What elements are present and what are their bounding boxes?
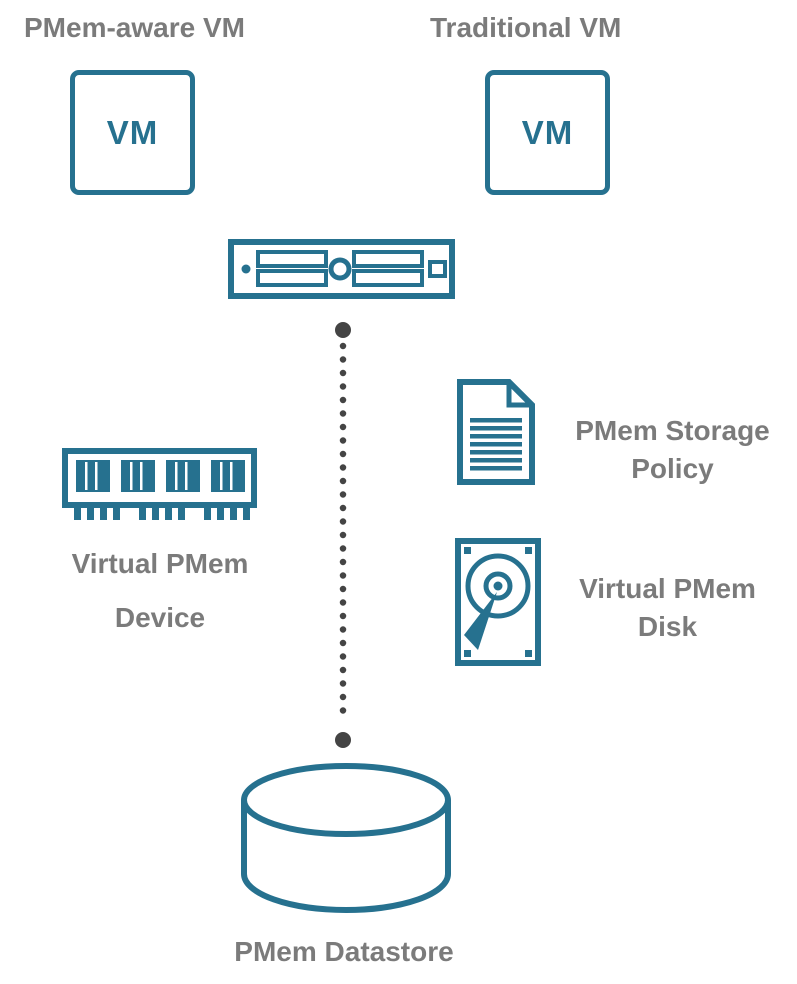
- virtual-pmem-device-label-line1: Virtual PMem: [71, 548, 249, 579]
- virtual-pmem-device-label: Virtual PMem Device: [30, 548, 290, 634]
- virtual-pmem-disk-label-line2: Disk: [637, 611, 698, 642]
- datastore-cylinder-icon: [240, 762, 452, 916]
- pmem-storage-policy-label: PMem Storage Policy: [560, 412, 785, 488]
- server-to-datastore-connector: [333, 320, 353, 750]
- pmem-aware-vm-title: PMem-aware VM: [24, 12, 245, 43]
- pmem-storage-policy-label-line2: Policy: [631, 453, 714, 484]
- virtual-pmem-device-label-line2: Device: [114, 602, 206, 633]
- vm-box-label: VM: [106, 113, 159, 151]
- memory-dimm-icon: [62, 448, 257, 528]
- server-icon: [228, 239, 455, 299]
- pmem-storage-policy-label-line1: PMem Storage: [575, 415, 770, 446]
- pmem-datastore-label: PMem Datastore: [234, 936, 454, 967]
- policy-document-icon: [455, 378, 537, 486]
- traditional-vm-title: Traditional VM: [430, 12, 622, 43]
- vm-box-label: VM: [521, 113, 574, 151]
- traditional-vm-box: VM: [485, 70, 610, 195]
- virtual-pmem-disk-label-line1: Virtual PMem: [579, 573, 756, 604]
- hard-disk-icon: [455, 538, 541, 666]
- pmem-aware-vm-box: VM: [70, 70, 195, 195]
- virtual-pmem-disk-label: Virtual PMem Disk: [555, 570, 780, 646]
